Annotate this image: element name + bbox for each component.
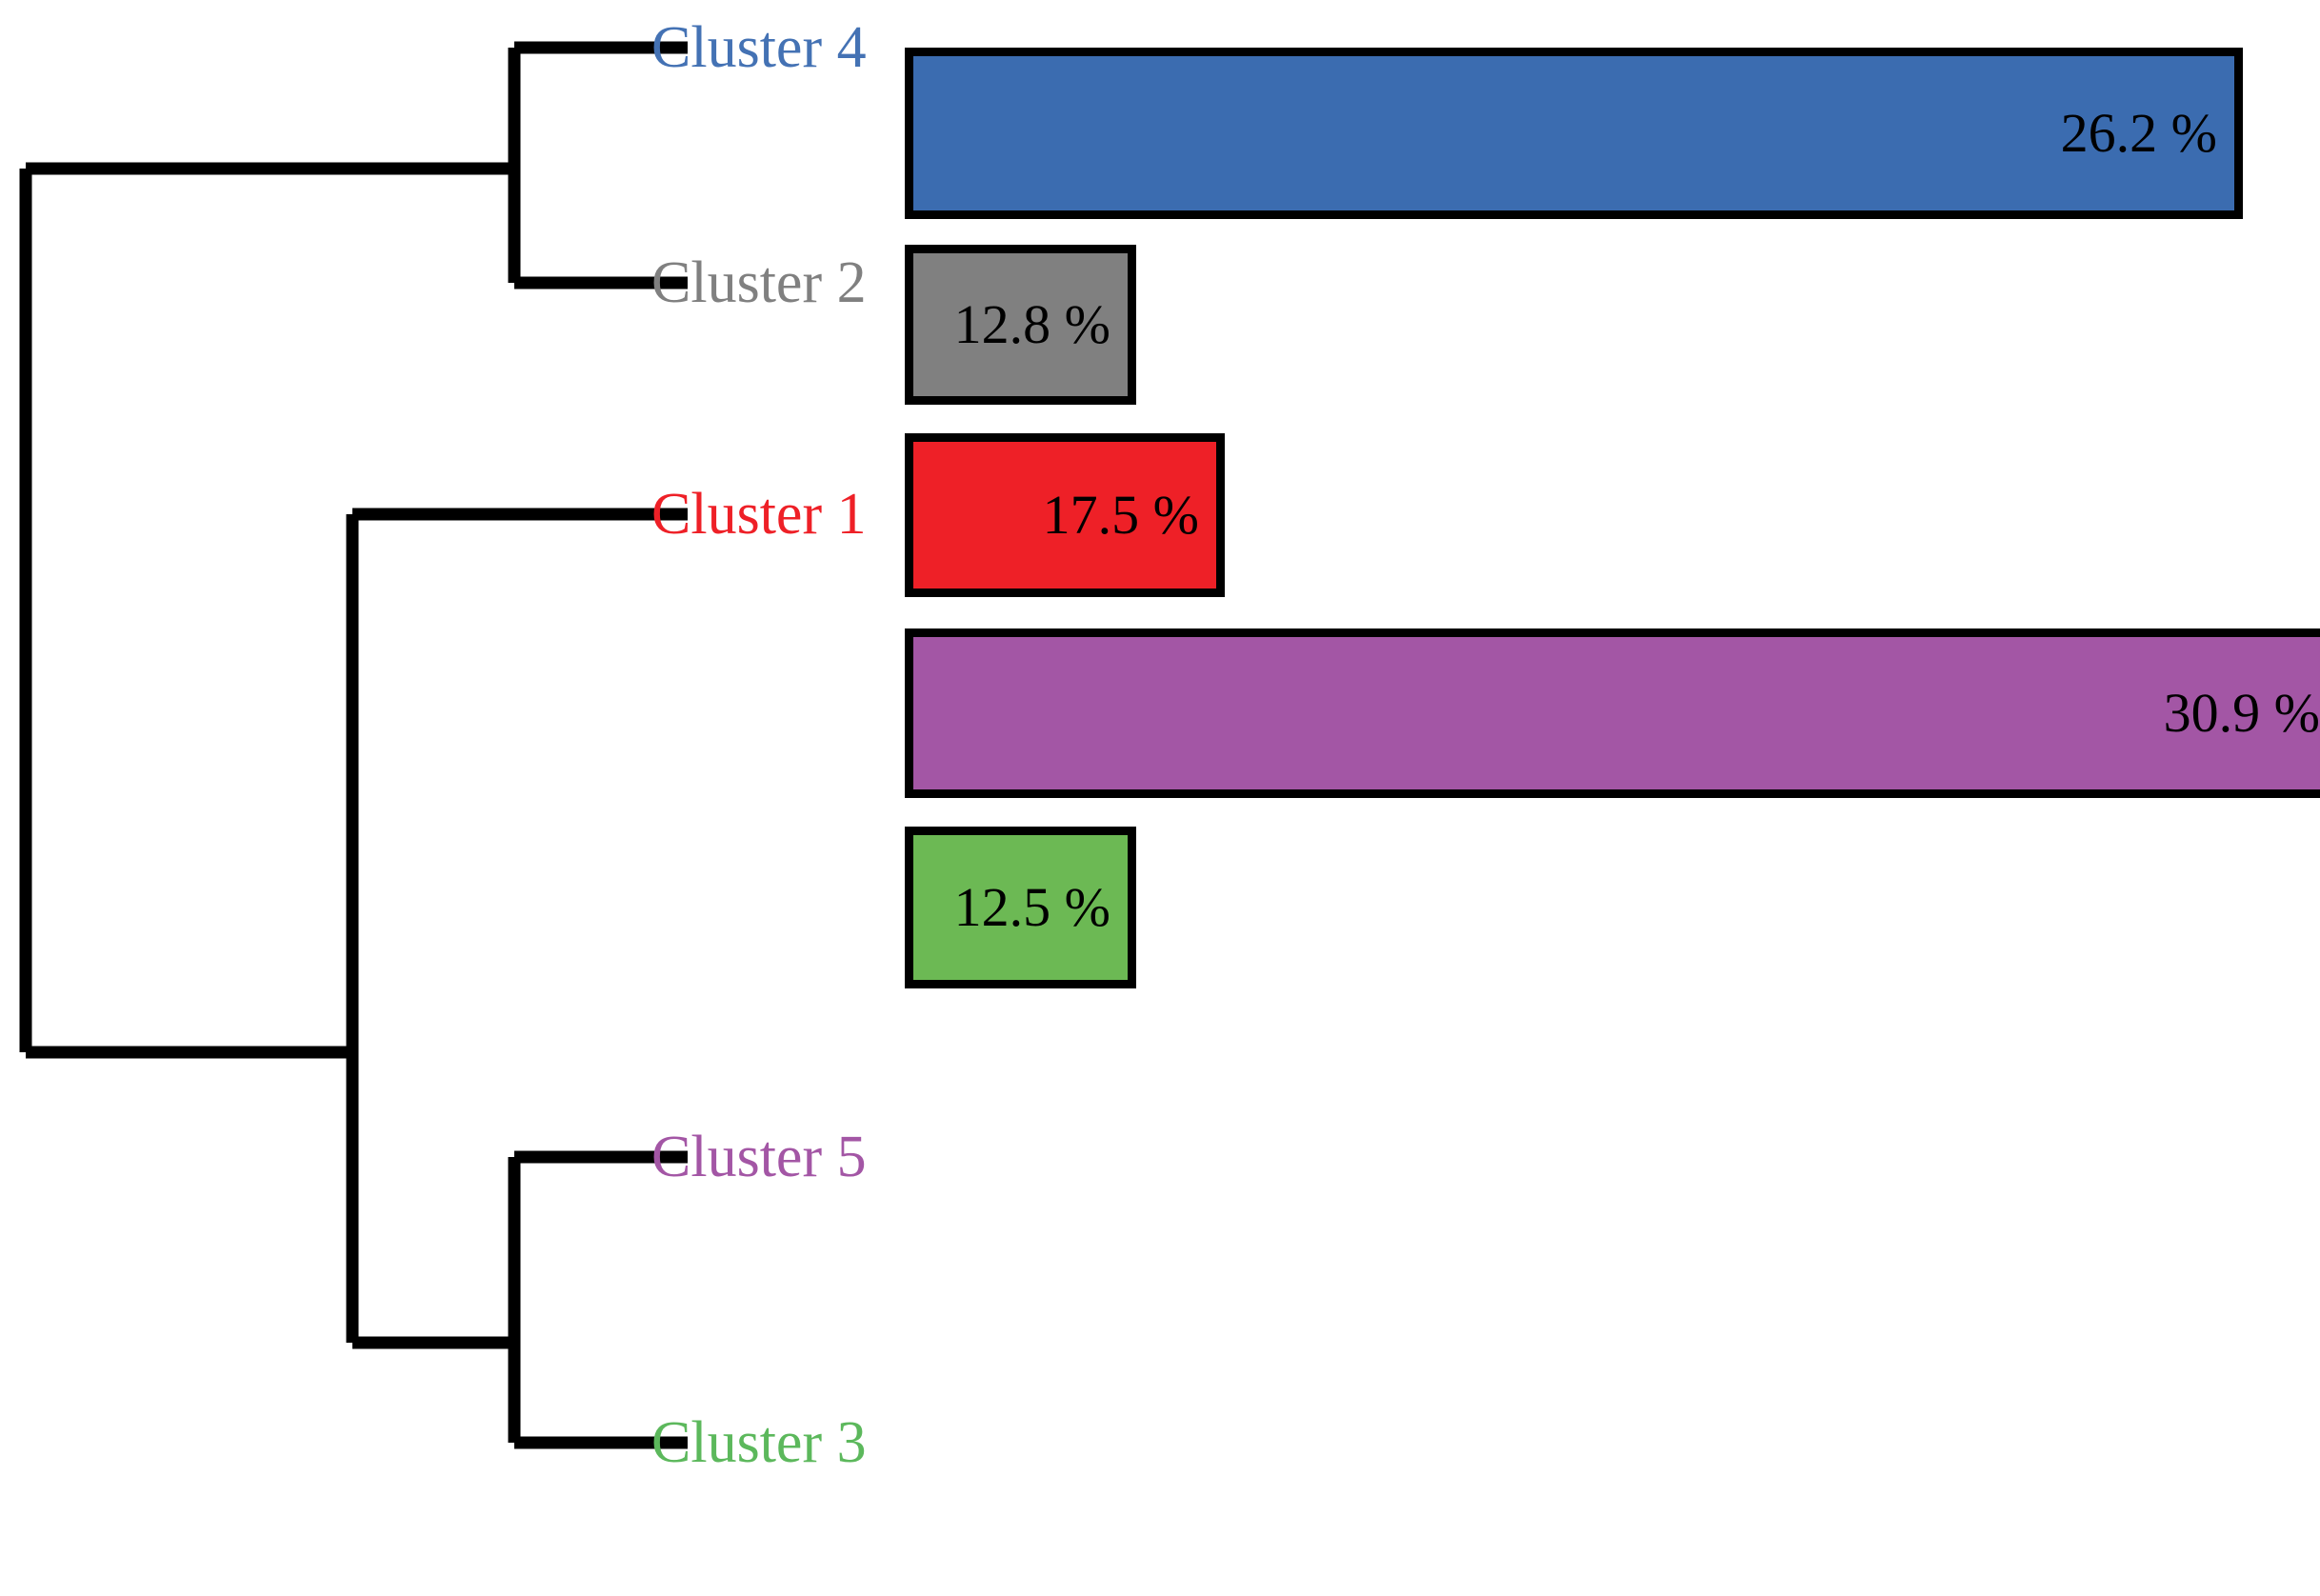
leaf-label-cluster-1: Cluster 1	[651, 482, 867, 547]
bar-cluster-5: 30.9 %	[905, 628, 2320, 798]
bar-value-cluster-1: 17.5 %	[1042, 484, 1199, 546]
bar-cluster-2: 12.8 %	[905, 245, 1136, 405]
leaf-label-cluster-2: Cluster 2	[651, 250, 867, 315]
bar-value-cluster-3: 12.5 %	[953, 876, 1110, 938]
leaf-label-cluster-3: Cluster 3	[651, 1410, 867, 1475]
leaf-label-cluster-4: Cluster 4	[651, 15, 867, 80]
leaf-label-cluster-5: Cluster 5	[651, 1125, 867, 1189]
bar-cluster-1: 17.5 %	[905, 433, 1225, 597]
bar-value-cluster-4: 26.2 %	[2060, 102, 2217, 164]
bar-cluster-4: 26.2 %	[905, 48, 2243, 219]
bar-cluster-3: 12.5 %	[905, 827, 1136, 988]
bar-value-cluster-2: 12.8 %	[953, 293, 1110, 355]
bar-value-cluster-5: 30.9 %	[2163, 682, 2320, 744]
